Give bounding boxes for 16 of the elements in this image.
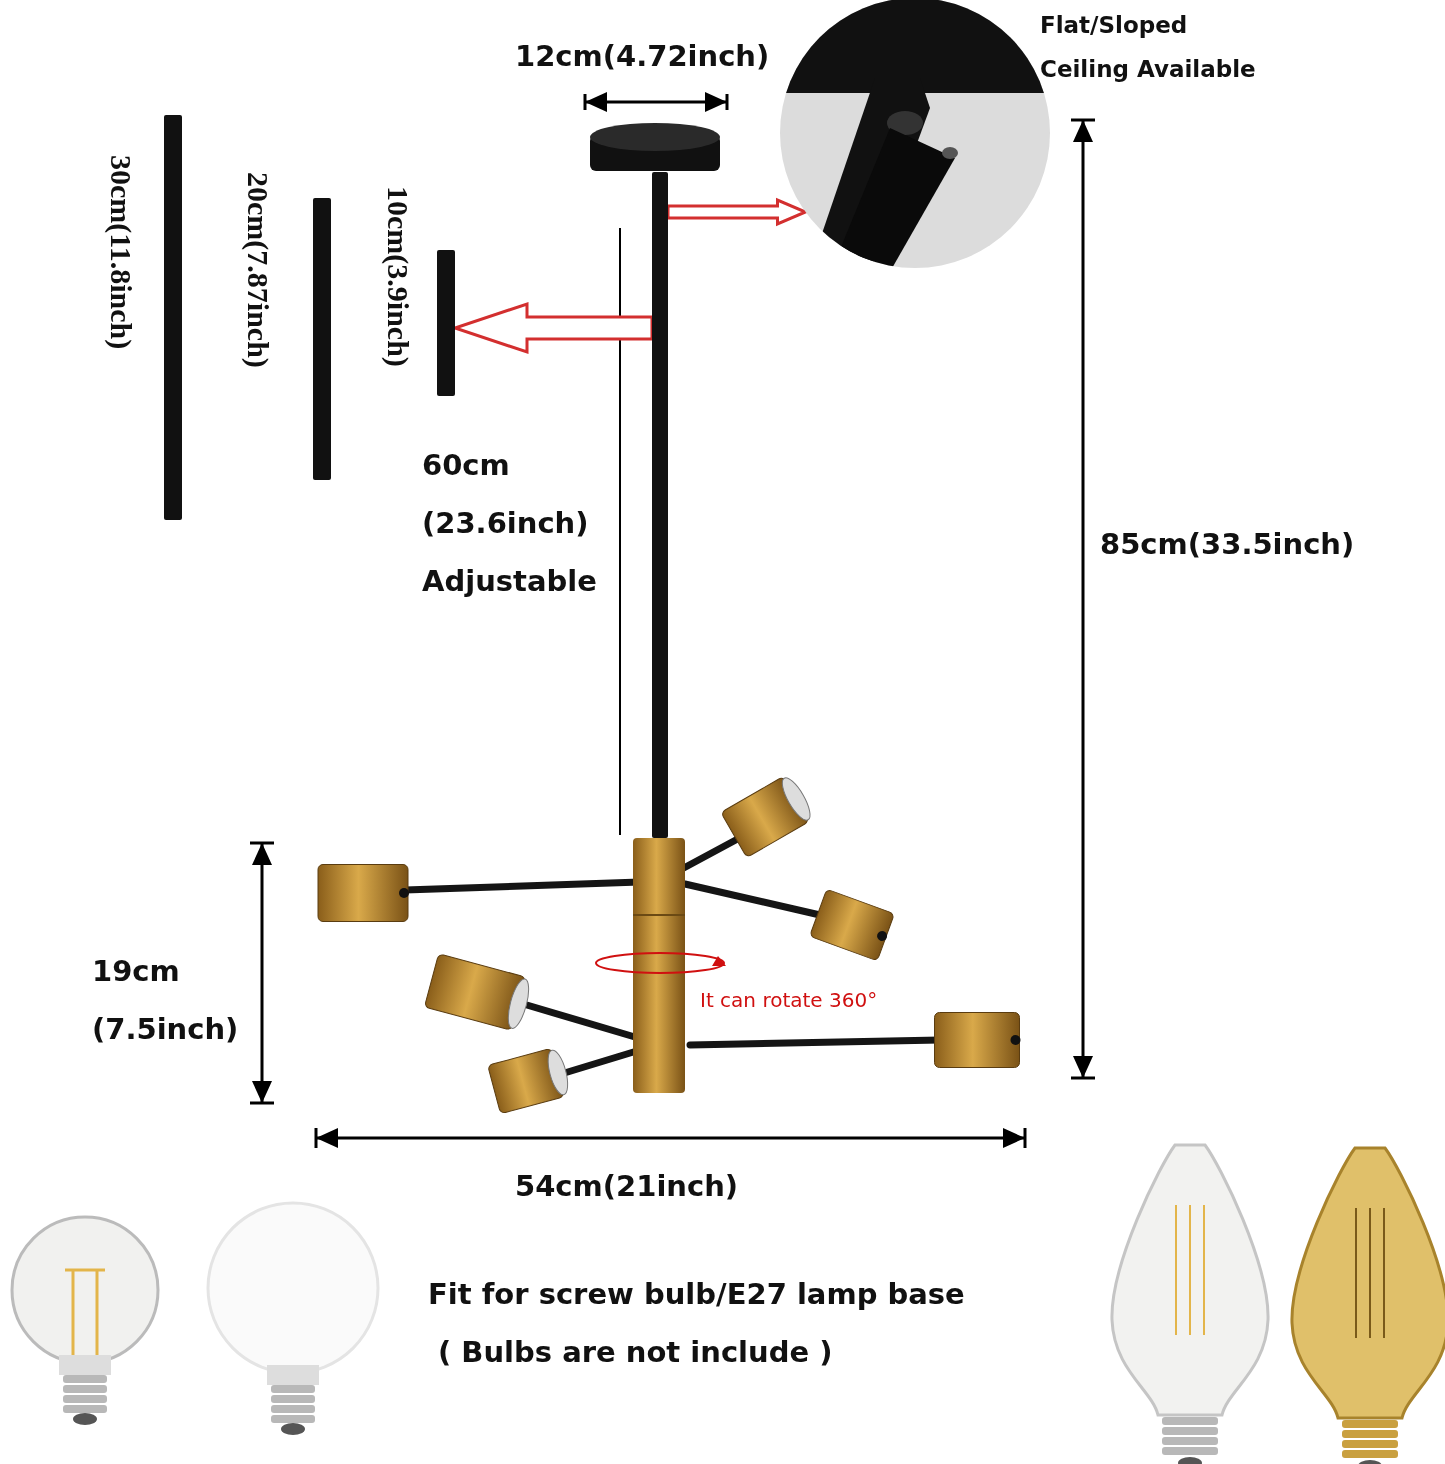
extension-rod bbox=[164, 115, 182, 520]
downrod-bar bbox=[652, 172, 668, 838]
dimension-label: 54cm(21inch) bbox=[515, 1168, 740, 1205]
note: Fit for screw bulb/E27 lamp base bbox=[428, 1276, 966, 1313]
dimension-label: 19cm (7.5inch) bbox=[92, 953, 240, 1048]
note: ( Bulbs are not include ) bbox=[438, 1334, 834, 1371]
extension-rod bbox=[437, 250, 455, 396]
dimension-label: 85cm(33.5inch) bbox=[1100, 526, 1356, 563]
dimension-label: 12cm(4.72inch) bbox=[515, 38, 771, 75]
rotation-note: It can rotate 360° bbox=[700, 988, 879, 1013]
dimension-label: 30cm(11.8inch) bbox=[104, 155, 138, 350]
dimension-label: Flat/Sloped Ceiling Available bbox=[1040, 11, 1257, 84]
dimension-label: 20cm(7.87inch) bbox=[241, 172, 275, 368]
extension-rod bbox=[313, 198, 331, 480]
dimension-label: 10cm(3.9inch) bbox=[381, 186, 415, 367]
dimension-label: 60cm (23.6inch) Adjustable bbox=[422, 447, 598, 600]
